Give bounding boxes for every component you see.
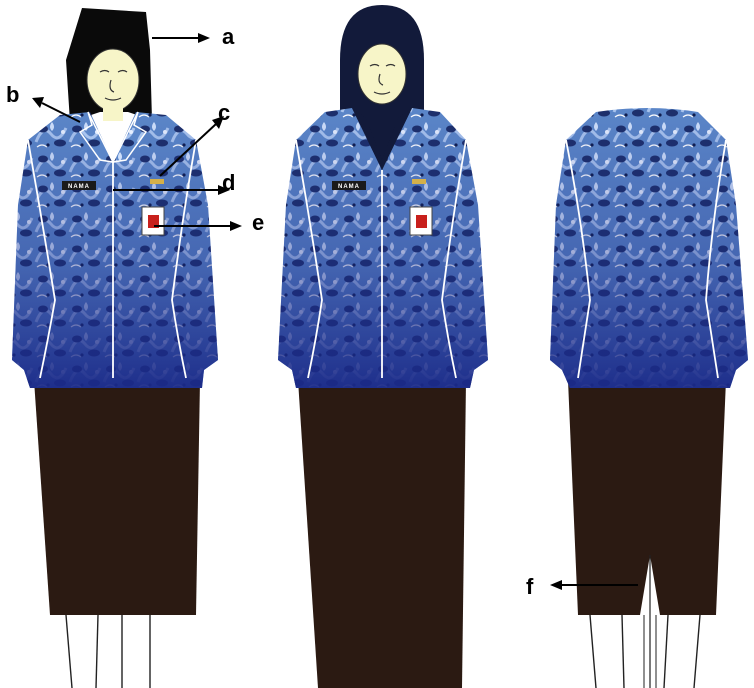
label-f: f xyxy=(526,574,534,599)
label-a: a xyxy=(222,24,235,49)
face xyxy=(358,44,406,104)
label-d: d xyxy=(222,170,235,195)
skirt xyxy=(34,380,200,615)
label-b: b xyxy=(6,82,19,107)
figure-front-peci: NAMA xyxy=(12,8,218,688)
figure-front-hijab: NAMA xyxy=(278,5,488,688)
label-c: c xyxy=(218,100,230,125)
legs xyxy=(590,615,700,688)
label-e: e xyxy=(252,210,264,235)
face xyxy=(87,49,139,111)
pin xyxy=(412,179,426,184)
pin xyxy=(150,179,164,184)
skirt xyxy=(298,380,466,688)
name-tag-text: NAMA xyxy=(338,184,360,190)
legs xyxy=(66,615,150,688)
figure-back xyxy=(550,108,748,688)
name-tag-text: NAMA xyxy=(68,184,90,190)
